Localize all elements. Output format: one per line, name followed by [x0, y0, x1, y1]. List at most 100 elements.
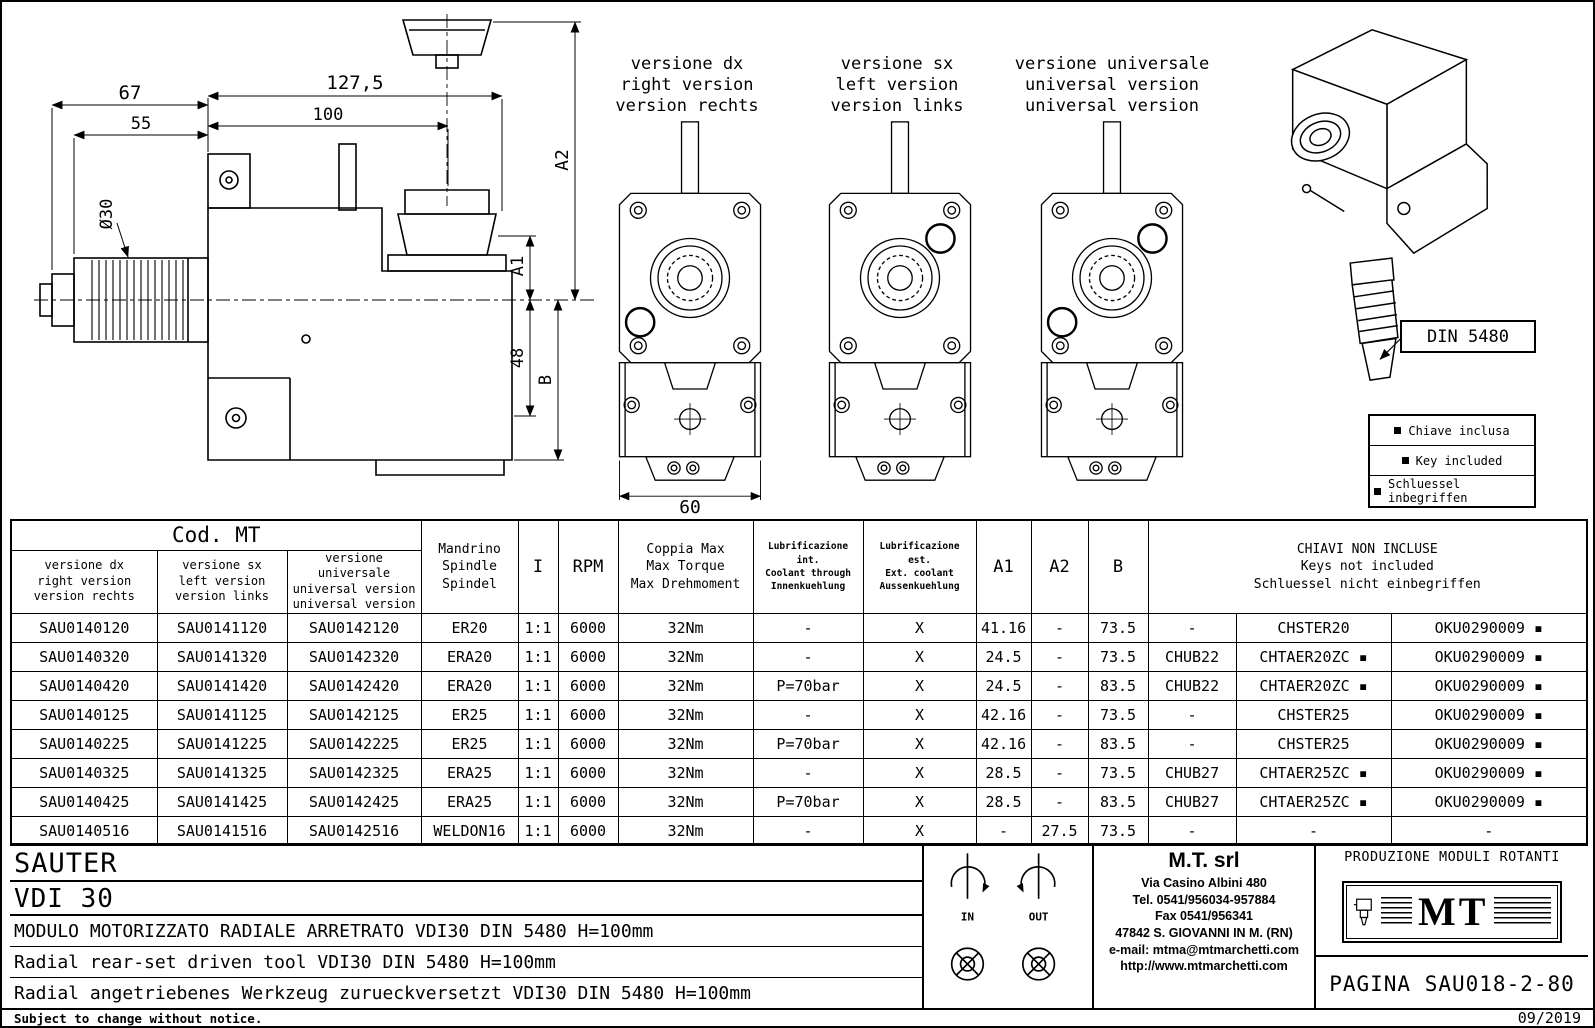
table-cell: 1:1: [517, 641, 559, 672]
table-cell: SAU0142425: [286, 786, 422, 817]
header-version-right: versione dx right version version rechts: [10, 549, 158, 614]
table-cell: 6000: [557, 612, 619, 643]
square-bullet-icon: [1374, 487, 1381, 495]
table-cell: OKU0290009 ▪: [1390, 757, 1588, 788]
table-cell: 73.5: [1087, 815, 1149, 846]
table-cell: SAU0141420: [156, 670, 288, 701]
square-bullet-icon: [1394, 427, 1402, 434]
header-coolant-external: Lubrificazione est. Ext. coolant Aussenk…: [862, 519, 977, 614]
table-cell: CHUB22: [1147, 641, 1237, 672]
table-cell: 6000: [557, 670, 619, 701]
view-label-right: versione dx right version version rechts: [615, 54, 759, 117]
key-included-legend: Chiave inclusa Key included Schluessel i…: [1368, 414, 1536, 508]
table-cell: 28.5: [975, 786, 1032, 817]
table-cell: 32Nm: [617, 612, 754, 643]
description-german: Radial angetriebenes Werkzeug zurueckver…: [14, 983, 751, 1004]
logo-hatch-right: [1494, 897, 1551, 927]
table-cell: 24.5: [975, 641, 1032, 672]
table-cell: 1:1: [517, 728, 559, 759]
legend-text-en: Key included: [1415, 453, 1503, 468]
table-cell: -: [752, 815, 864, 846]
table-cell: ER25: [420, 699, 519, 730]
table-cell: 1:1: [517, 670, 559, 701]
production-block: PRODUZIONE MODULI ROTANTI MT: [1314, 843, 1588, 1008]
table-cell: -: [1030, 699, 1089, 730]
side-view-drawing: 67 127,5 55 100 Ø30 A2 A1 48 B: [34, 14, 596, 476]
table-cell: CHSTER25: [1235, 699, 1392, 730]
spec-table: Cod. MT Mandrino Spindle Spindel I RPM C…: [10, 519, 1588, 847]
subject-to-change-note: Subject to change without notice.: [14, 1010, 263, 1026]
header-b: B: [1087, 519, 1149, 614]
header-cod-mt: Cod. MT: [10, 519, 422, 551]
table-cell: -: [752, 612, 864, 643]
mt-logo-frame: MT: [1342, 881, 1562, 943]
table-cell: OKU0290009 ▪: [1390, 699, 1588, 730]
table-cell: SAU0141120: [156, 612, 288, 643]
table-cell: SAU0140320: [10, 641, 158, 672]
table-cell: OKU0290009 ▪: [1390, 641, 1588, 672]
table-cell: SAU0142420: [286, 670, 422, 701]
bottom-strip: Subject to change without notice. 09/201…: [2, 1008, 1593, 1026]
isometric-view: [1290, 29, 1488, 382]
table-cell: ERA20: [420, 641, 519, 672]
table-cell: 73.5: [1087, 757, 1149, 788]
table-cell: X: [862, 641, 977, 672]
table-cell: 24.5: [975, 670, 1032, 701]
table-cell: SAU0140125: [10, 699, 158, 730]
table-cell: 83.5: [1087, 728, 1149, 759]
table-cell: P=70bar: [752, 728, 864, 759]
table-cell: CHUB22: [1147, 670, 1237, 701]
table-cell: 41.16: [975, 612, 1032, 643]
table-cell: -: [1235, 815, 1392, 846]
dim-b: B: [536, 375, 556, 385]
table-cell: SAU0141320: [156, 641, 288, 672]
table-cell: SAU0142125: [286, 699, 422, 730]
front-view-left: [828, 121, 972, 481]
table-cell: SAU0141225: [156, 728, 288, 759]
table-cell: 6000: [557, 728, 619, 759]
header-spindle: Mandrino Spindle Spindel: [420, 519, 519, 614]
description-italian: MODULO MOTORIZZATO RADIALE ARRETRATO VDI…: [10, 916, 922, 947]
table-cell: ERA25: [420, 757, 519, 788]
table-cell: 6000: [557, 699, 619, 730]
table-cell: X: [862, 699, 977, 730]
company-address: Via Casino Albini 480: [1141, 876, 1267, 890]
table-cell: -: [752, 641, 864, 672]
table-cell: -: [975, 815, 1032, 846]
din-5480-callout: DIN 5480: [1400, 320, 1536, 353]
company-fax: Fax 0541/956341: [1154, 909, 1253, 924]
rotation-direction-panel: IN OUT: [922, 843, 1092, 1008]
table-cell: -: [1147, 728, 1237, 759]
legend-row-it: Chiave inclusa: [1370, 416, 1534, 446]
table-cell: ERA25: [420, 786, 519, 817]
table-cell: 6000: [557, 786, 619, 817]
rotation-direction-icons: IN OUT: [950, 853, 1056, 981]
table-cell: SAU0141325: [156, 757, 288, 788]
table-cell: SAU0141125: [156, 699, 288, 730]
table-cell: 1:1: [517, 699, 559, 730]
dim-55: 55: [131, 114, 151, 134]
company-website: http://www.mtmarchetti.com: [1120, 959, 1288, 974]
dim-100: 100: [313, 105, 344, 125]
table-cell: -: [1390, 815, 1588, 846]
table-cell: CHTAER20ZC ▪: [1235, 641, 1392, 672]
table-cell: 27.5: [1030, 815, 1089, 846]
table-cell: X: [862, 728, 977, 759]
table-cell: X: [862, 670, 977, 701]
table-cell: SAU0140420: [10, 670, 158, 701]
table-cell: -: [1147, 699, 1237, 730]
table-cell: 6000: [557, 815, 619, 846]
table-cell: 42.16: [975, 728, 1032, 759]
legend-row-en: Key included: [1370, 446, 1534, 476]
dim-a2: A2: [552, 149, 573, 171]
header-rpm: RPM: [557, 519, 619, 614]
table-cell: -: [1030, 641, 1089, 672]
company-email: e-mail: mtma@mtmarchetti.com: [1108, 942, 1299, 957]
company-name: M.T. srl: [1168, 849, 1240, 872]
view-label-universal: versione universale universal version un…: [1014, 54, 1210, 117]
